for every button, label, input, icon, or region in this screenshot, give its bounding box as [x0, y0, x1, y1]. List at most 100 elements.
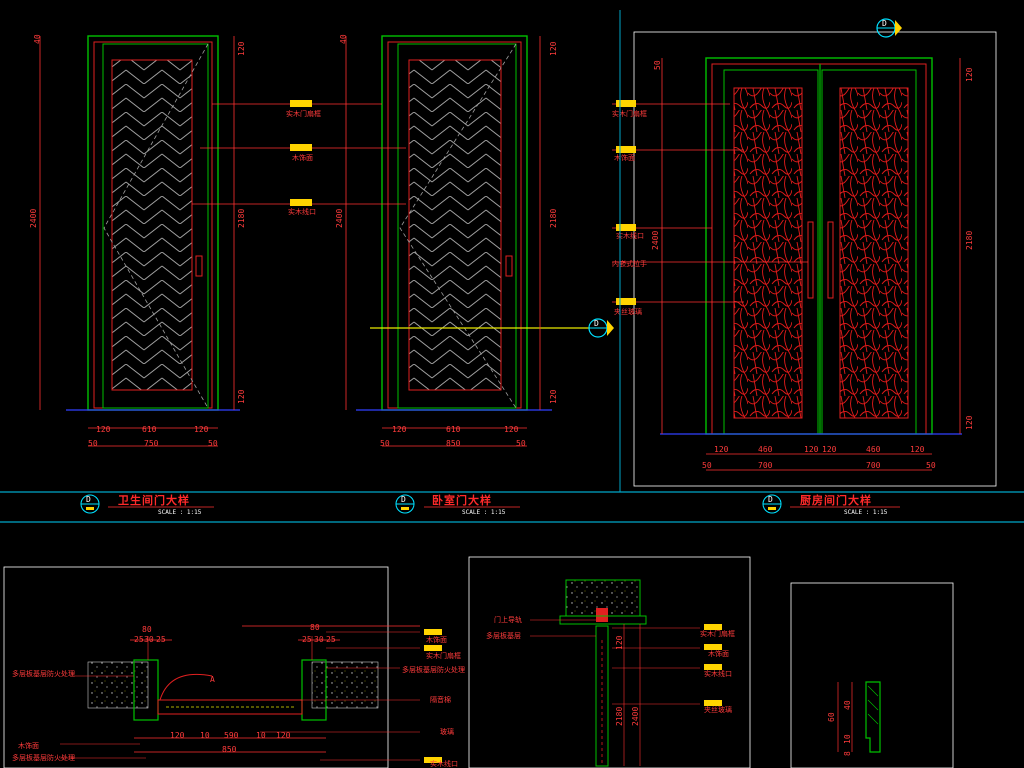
kitchen-callout-1: 实木门扇框 [612, 109, 647, 118]
plan-label-right-6: 实木线口 [430, 759, 458, 768]
bathroom-width-3: 120 [194, 425, 209, 434]
kitchen-tag-3 [616, 224, 636, 231]
kitchen-top-dim: 120 [965, 67, 974, 82]
vsec-label-right-1: 实木门扇框 [700, 629, 735, 638]
plan-bottom-dim-5: 120 [276, 731, 291, 740]
kitchen-glass-left [733, 87, 803, 419]
kitchen-half-right: 700 [866, 461, 881, 470]
plan-label-right-5: 玻璃 [440, 727, 454, 736]
callout-tag-3 [290, 199, 312, 206]
kitchen-viewport [633, 31, 997, 487]
kitchen-width-3: 120 [804, 445, 819, 454]
bedroom-top-small: 40 [339, 34, 348, 44]
kitchen-height-total: 2400 [651, 231, 660, 250]
door-leaf-vertical [595, 625, 609, 767]
bedroom-top-dim: 120 [549, 41, 558, 56]
vsec-dim-2: 2180 [615, 707, 624, 726]
kitchen-width-1: 120 [714, 445, 729, 454]
plan-top-dim-r4: 25 [326, 635, 336, 644]
bathroom-title-block: D 卫生间门大样 SCALE : 1:15 [80, 493, 214, 516]
plan-top-dim-r2: 25 [302, 635, 312, 644]
kitchen-callout-3: 实木线口 [616, 231, 644, 240]
plan-label-left-2: 木饰面 [18, 741, 39, 750]
section-marker-right: D [588, 318, 614, 338]
plan-section-detail: 80 25 30 25 80 25 30 25 A 多层板基层防火处理 木饰面 … [3, 566, 465, 768]
profile-viewport [790, 582, 954, 768]
plan-bottom-total: 850 [222, 745, 237, 754]
bedroom-title-block: D 卧室门大样 SCALE : 1:15 [395, 493, 520, 516]
plan-bottom-dim-3: 590 [224, 731, 239, 740]
vsec-label-right-2: 木饰面 [708, 649, 729, 658]
door-leaf-section [157, 699, 303, 715]
plan-label-right-1: 木饰面 [426, 635, 447, 644]
title-bar: D 卫生间门大样 SCALE : 1:15 D 卧室门大样 SCALE : 1:… [0, 10, 1024, 523]
section-marker-label: D [594, 319, 599, 328]
vsec-dim-1: 120 [615, 635, 624, 650]
kitchen-tag-5 [616, 298, 636, 305]
vertical-section-detail: 门上导轨 多层板基层 实木门扇框 木饰面 实木线口 夹丝玻璃 120 2180 … [468, 556, 751, 768]
bathroom-top-dim: 120 [237, 41, 246, 56]
vsec-label-left-1: 门上导轨 [494, 615, 522, 624]
callout-label-1: 实木门扇框 [286, 109, 321, 118]
kitchen-glass-right [839, 87, 909, 419]
profile-detail: 60 40 10 8 [790, 582, 954, 768]
bathroom-edge-left: 50 [88, 439, 98, 448]
bathroom-marker: D [86, 495, 91, 504]
bathroom-height-leaf: 2180 [237, 209, 246, 228]
plan-bottom-dim-2: 10 [200, 731, 210, 740]
bedroom-height-leaf: 2180 [549, 209, 558, 228]
plan-marker-a: A [210, 675, 215, 684]
kitchen-callout-4: 内嵌式拉手 [612, 259, 647, 268]
bathroom-swing-line [103, 43, 209, 409]
plan-top-dim-r3: 30 [314, 635, 324, 644]
bedroom-marker: D [401, 495, 406, 504]
leaf-swing-arc [159, 673, 213, 701]
plan-bottom-dim-4: 10 [256, 731, 266, 740]
bedroom-width-3: 120 [504, 425, 519, 434]
vsec-label-right-3: 实木线口 [704, 669, 732, 678]
bathroom-bottom-dim: 120 [237, 389, 246, 404]
kitchen-tag-1 [616, 100, 636, 107]
profile-dim-4: 8 [843, 751, 852, 756]
bathroom-door-elevation: 2400 2180 120 120 40 120 610 120 750 50 … [29, 34, 246, 448]
kitchen-edge-right: 50 [926, 461, 936, 470]
bathroom-width-1: 120 [96, 425, 111, 434]
bedroom-edge-left: 50 [380, 439, 390, 448]
bedroom-door-elevation: 2400 2180 120 120 40 120 610 120 850 50 … [335, 34, 614, 448]
bathroom-width-2: 610 [142, 425, 157, 434]
callout-tag-2 [290, 144, 312, 151]
bedroom-width-1: 120 [392, 425, 407, 434]
plan-section-viewport [3, 566, 389, 768]
bedroom-total-width: 850 [446, 439, 461, 448]
plan-label-left-3: 多层板基层防火处理 [12, 753, 75, 762]
plan-label-right-3: 多层板基层防火处理 [402, 665, 465, 674]
profile-shape [865, 681, 881, 753]
bedroom-edge-right: 50 [516, 439, 526, 448]
bedroom-bottom-dim: 120 [549, 389, 558, 404]
bathroom-edge-right: 50 [208, 439, 218, 448]
kitchen-callout-2: 木饰面 [614, 153, 635, 162]
kitchen-door-elevation: 2400 2180 120 120 50 120 460 120 120 460… [612, 18, 997, 487]
kitchen-handle-left [807, 221, 814, 299]
bathroom-handle [195, 255, 203, 277]
bathroom-title: 卫生间门大样 [118, 493, 190, 507]
bedroom-leaf [397, 43, 517, 409]
kitchen-handle-right [827, 221, 834, 299]
head-track [596, 608, 608, 622]
bedroom-height-total: 2400 [335, 209, 344, 228]
vsec-dim-3: 2400 [631, 707, 640, 726]
plan-top-dim-r1: 80 [310, 623, 320, 632]
bedroom-swing-line [399, 43, 517, 409]
kitchen-bottom-dim: 120 [965, 415, 974, 430]
jamb-right [301, 659, 327, 721]
kitchen-callout-5: 夹丝玻璃 [614, 307, 642, 316]
callout-tag-1 [290, 100, 312, 107]
kitchen-width-2: 460 [758, 445, 773, 454]
bedroom-herringbone-panel [408, 59, 502, 391]
bedroom-width-2: 610 [446, 425, 461, 434]
bathroom-herringbone-panel [111, 59, 193, 391]
kitchen-top-small: 50 [653, 60, 662, 70]
plan-label-left-1: 多层板基层防火处理 [12, 669, 75, 678]
section-marker-top-label: D [882, 19, 887, 28]
